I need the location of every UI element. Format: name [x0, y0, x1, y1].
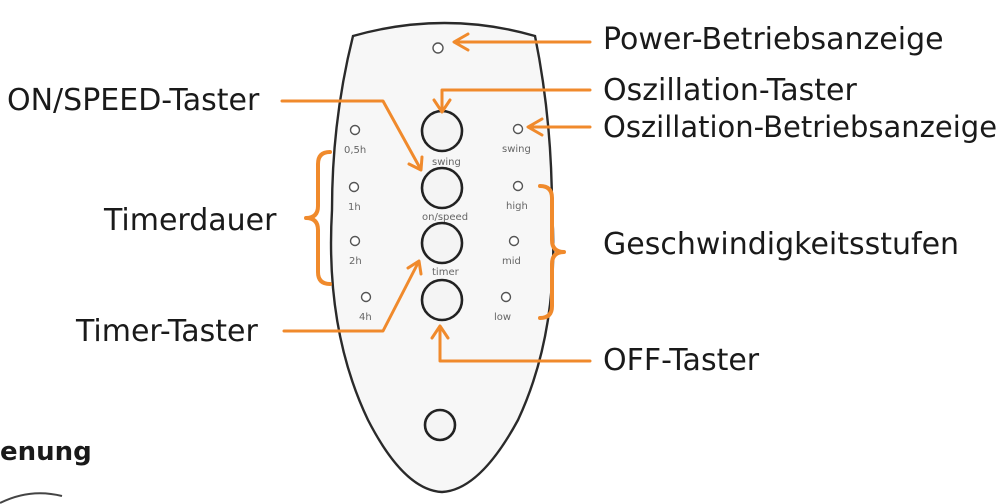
bottom-button-icon [423, 408, 457, 442]
off-button-arrowhead-icon [430, 324, 450, 340]
oscillation-button-arrow [440, 88, 592, 112]
on-speed-button-icon [420, 166, 464, 210]
timer-led-05h-icon [349, 124, 361, 136]
oscillation-button-icon [420, 109, 464, 153]
speed-led-label-mid: mid [502, 256, 521, 267]
low-speed-led-icon [500, 291, 512, 303]
mid-speed-led-icon [508, 235, 520, 247]
timer-led-4h-icon [360, 291, 372, 303]
timer-duration-label: Timerdauer [104, 203, 277, 238]
speed-led-label-low: low [494, 312, 511, 323]
timer-led-label-05h: 0,5h [344, 145, 366, 156]
swing-button-label: swing [432, 157, 461, 168]
timer-led-label-1h: 1h [348, 202, 361, 213]
partial-outline-bottom-left [0, 492, 63, 504]
timer-button-icon [420, 221, 464, 265]
oscillation-indicator-arrowhead-icon [526, 117, 544, 137]
speed-levels-label: Geschwindigkeitsstufen [603, 227, 960, 262]
timer-led-2h-icon [349, 235, 361, 247]
on-speed-button-arrowhead-icon [407, 155, 424, 172]
off-button-label: OFF-Taster [603, 343, 760, 378]
timer-led-1h-icon [348, 181, 360, 193]
swing-led-icon [512, 123, 524, 135]
timer-button-label: timer [432, 267, 460, 278]
speed-levels-brace-icon [538, 184, 566, 320]
oscillation-button-arrowhead-icon [432, 98, 452, 114]
off-button-icon [420, 278, 464, 322]
timer-duration-brace-icon [304, 150, 332, 286]
timer-button-arrow [282, 261, 420, 333]
on-speed-button-arrow [280, 99, 422, 170]
oscillation-indicator-label: Oszillation-Betriebsanzeige [603, 110, 998, 144]
off-button-arrow [438, 326, 592, 363]
timer-button-arrowhead-icon [406, 259, 423, 276]
timer-led-label-4h: 4h [359, 312, 372, 323]
speed-led-label-swing: swing [502, 144, 531, 155]
power-indicator-arrowhead-icon [452, 32, 470, 52]
section-heading: enung [0, 437, 92, 467]
on-speed-button-label: on/speed [422, 212, 468, 223]
power-led-icon [432, 42, 444, 54]
power-indicator-label: Power-Betriebsanzeige [603, 22, 944, 57]
on-speed-button-label: ON/SPEED-Taster [7, 83, 260, 118]
high-speed-led-icon [512, 180, 524, 192]
speed-led-label-high: high [506, 201, 528, 212]
timer-led-label-2h: 2h [349, 256, 362, 267]
oscillation-button-label: Oszillation-Taster [603, 73, 857, 108]
timer-button-label: Timer-Taster [76, 314, 258, 349]
